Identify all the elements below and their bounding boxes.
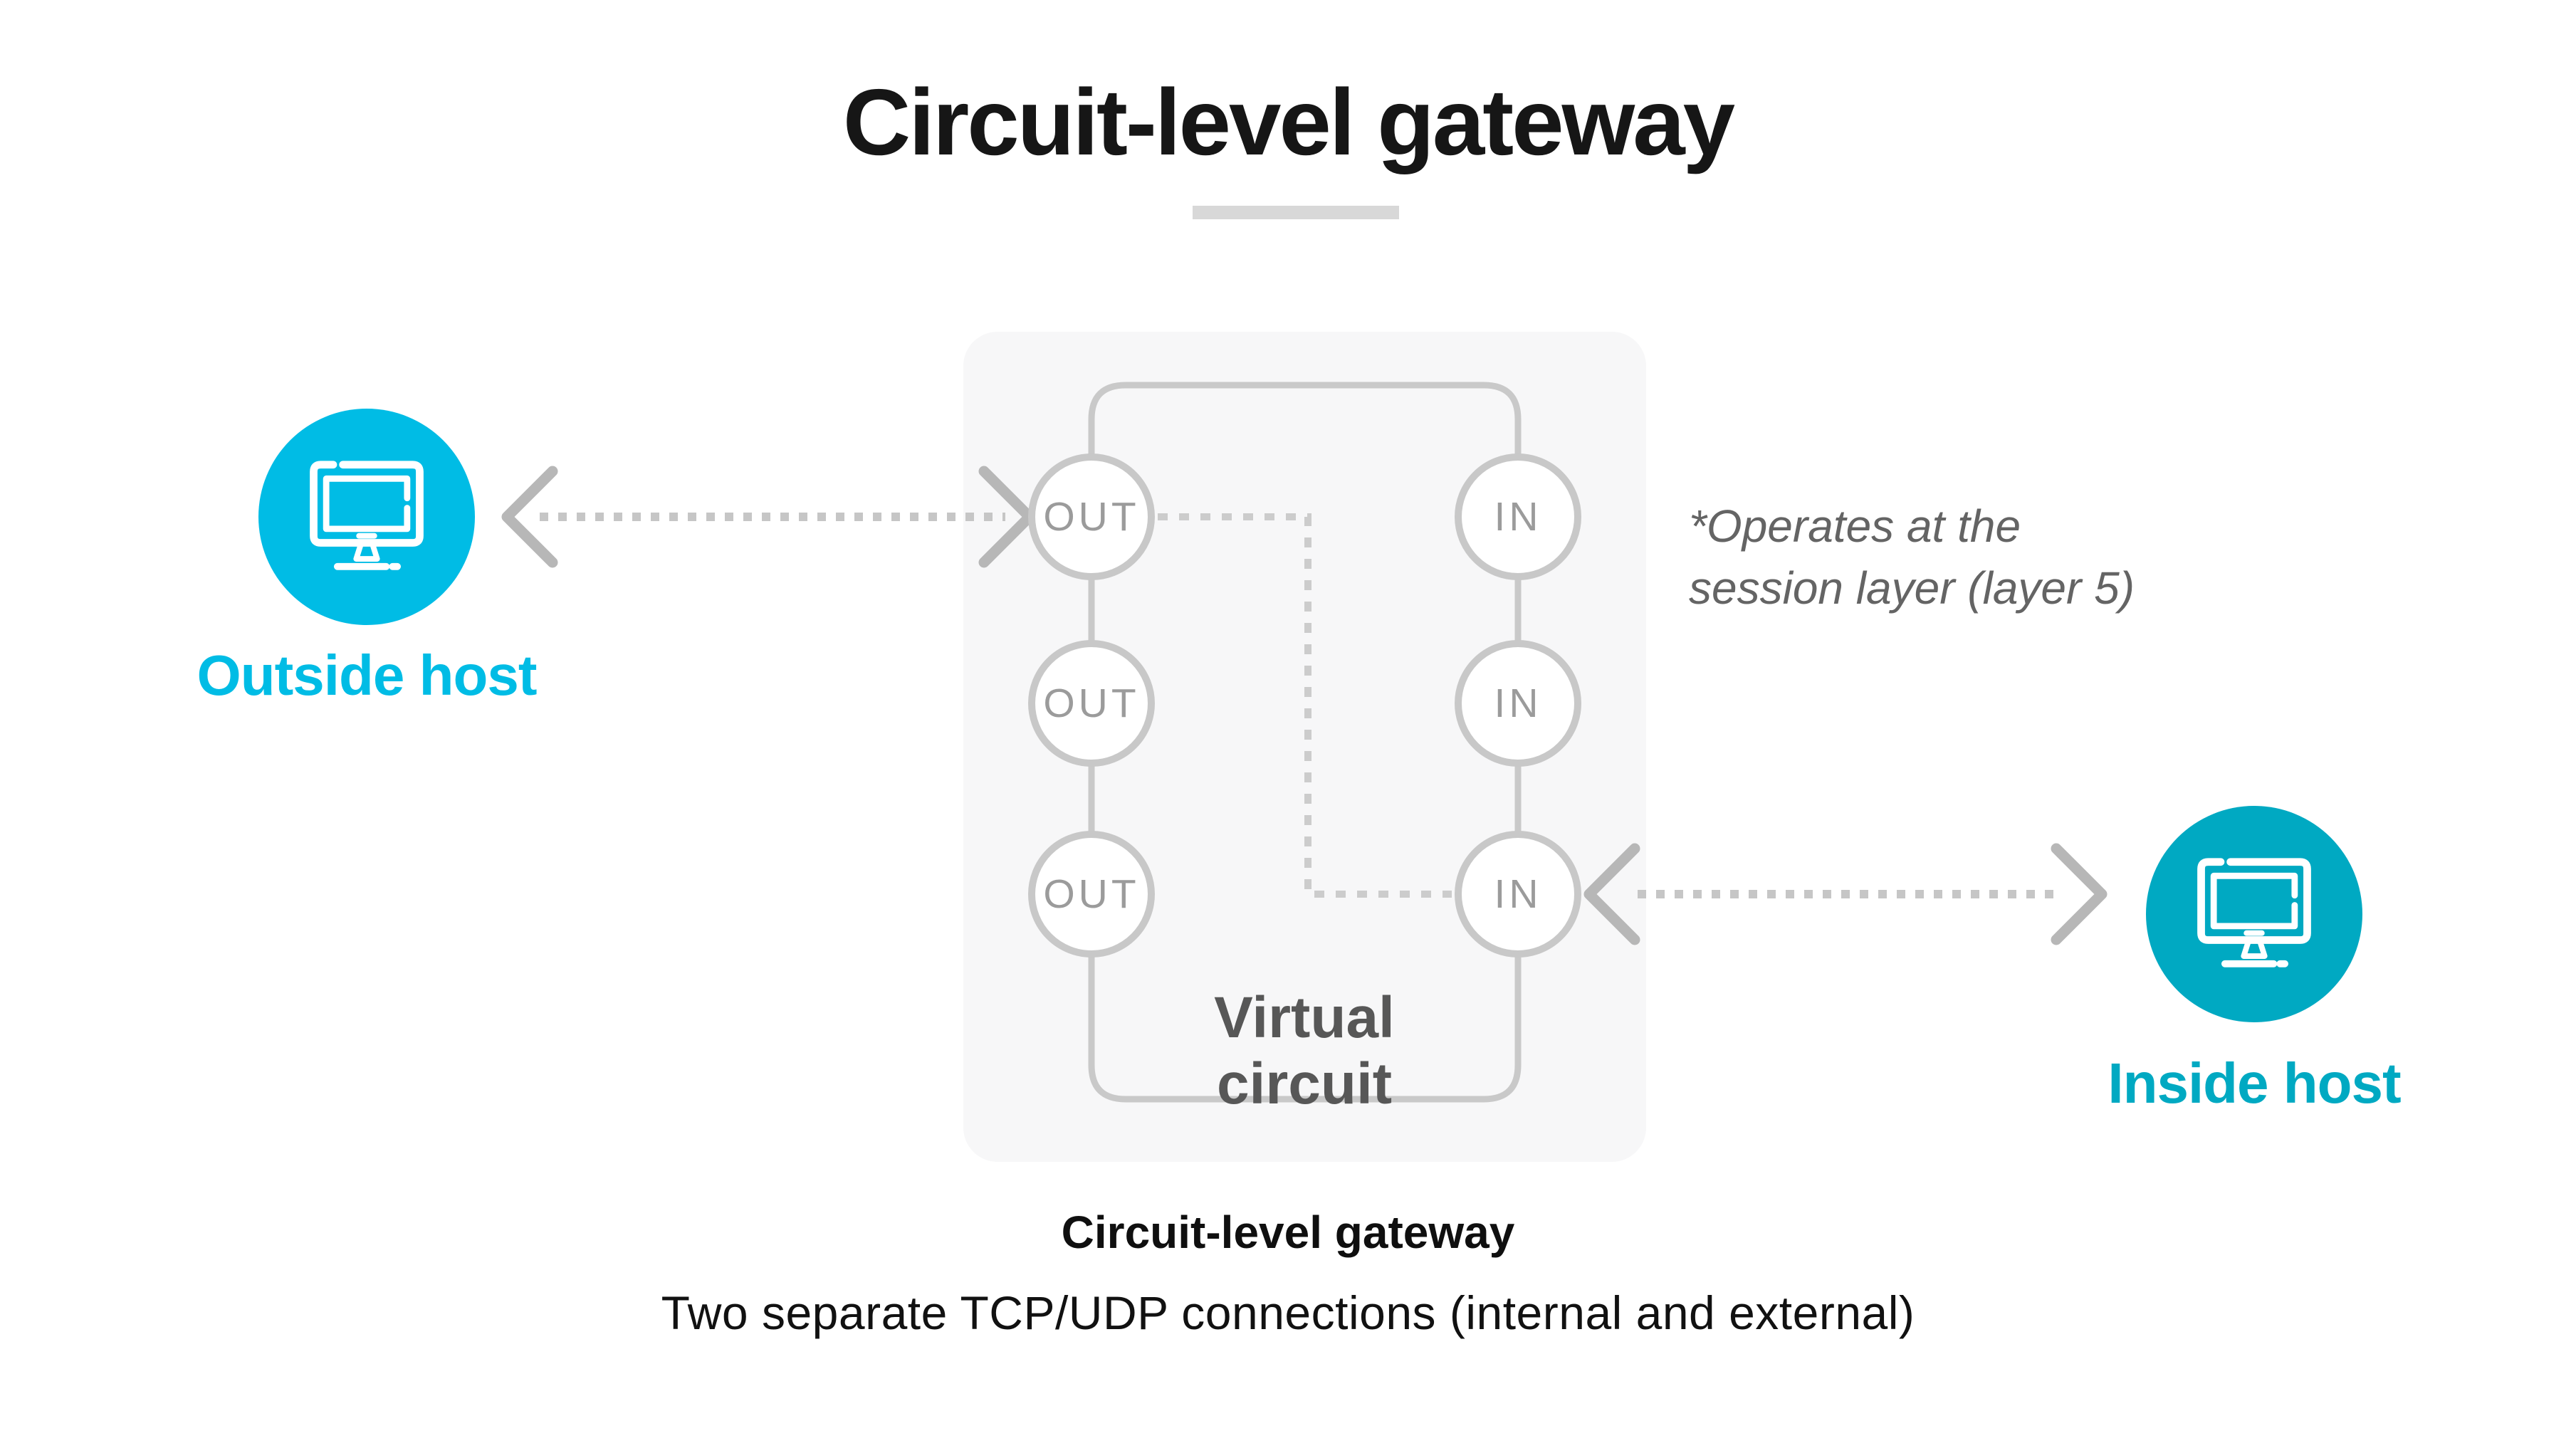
port-in-1: IN bbox=[1455, 453, 1581, 580]
outside-arrow bbox=[501, 466, 1035, 568]
inside-host-label: Inside host bbox=[2108, 1051, 2401, 1115]
inside-host-circle bbox=[2146, 806, 2362, 1022]
port-in-2: IN bbox=[1455, 640, 1581, 767]
port-label: OUT bbox=[1043, 871, 1140, 917]
session-layer-note: *Operates at the session layer (layer 5) bbox=[1689, 495, 2330, 619]
port-label: OUT bbox=[1043, 681, 1140, 726]
virtual-circuit-label: Virtual circuit bbox=[1091, 985, 1518, 1117]
title-divider bbox=[1193, 206, 1399, 219]
port-label: OUT bbox=[1043, 494, 1140, 540]
session-layer-note-line1: *Operates at the bbox=[1689, 500, 2021, 552]
arrow-left-chevron-icon bbox=[501, 466, 558, 568]
page-title: Circuit-level gateway bbox=[842, 70, 1735, 174]
inside-arrow bbox=[1583, 843, 2108, 945]
port-out-2: OUT bbox=[1028, 640, 1155, 767]
port-out-1: OUT bbox=[1028, 453, 1155, 580]
arrow-right-chevron-icon bbox=[2051, 843, 2108, 945]
port-label: IN bbox=[1494, 494, 1542, 540]
top-connector-line bbox=[1088, 382, 1522, 459]
gateway-caption: Circuit-level gateway bbox=[1061, 1207, 1515, 1258]
virtual-circuit-dashed-path bbox=[1158, 513, 1452, 898]
bottom-connector-line bbox=[1088, 953, 1522, 1103]
session-layer-note-line2: session layer (layer 5) bbox=[1689, 562, 2135, 614]
port-label: IN bbox=[1494, 871, 1542, 917]
outside-host-label: Outside host bbox=[197, 644, 538, 707]
outside-host-circle bbox=[258, 409, 475, 625]
port-out-3: OUT bbox=[1028, 831, 1155, 958]
gateway-subtitle: Two separate TCP/UDP connections (intern… bbox=[661, 1286, 1915, 1339]
port-in-3: IN bbox=[1455, 831, 1581, 958]
solid-connectors bbox=[1088, 382, 1522, 1103]
monitor-icon bbox=[310, 461, 424, 570]
arrow-left-chevron-icon bbox=[1583, 843, 1640, 945]
virtual-circuit-line2: circuit bbox=[1216, 1051, 1393, 1116]
virtual-circuit-line1: Virtual bbox=[1214, 985, 1395, 1050]
monitor-icon bbox=[2197, 858, 2311, 967]
port-label: IN bbox=[1494, 681, 1542, 726]
